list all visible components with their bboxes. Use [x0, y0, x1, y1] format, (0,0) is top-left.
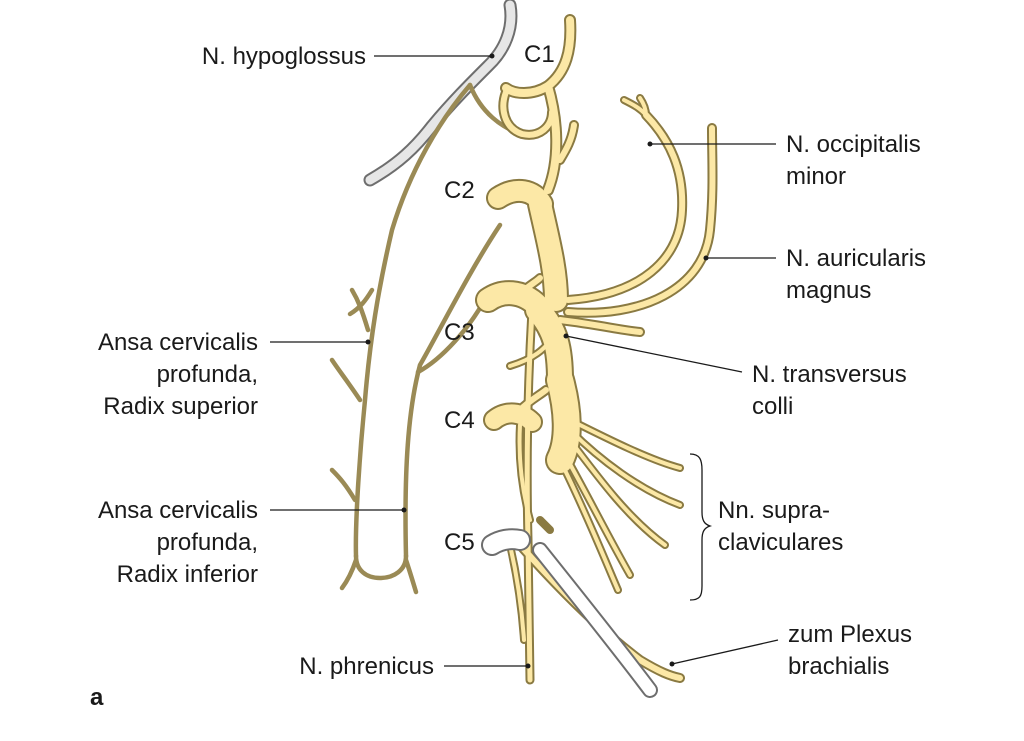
label-auricularis-1: N. auricularis	[786, 245, 926, 272]
label-supra-1: Nn. supra-	[718, 497, 830, 524]
cervical-plexus-nerves	[475, 14, 718, 685]
label-c5: C5	[444, 529, 475, 556]
label-occipitalis-1: N. occipitalis	[786, 131, 921, 158]
label-ansa-sup-1: Ansa cervicalis	[98, 329, 258, 356]
supraclaviculares-brace	[689, 453, 713, 601]
label-occipitalis-2: minor	[786, 163, 846, 190]
vessel-band	[532, 542, 658, 698]
hypoglossus-nerve	[363, 0, 518, 187]
label-hypoglossus: N. hypoglossus	[202, 43, 366, 70]
label-phrenicus: N. phrenicus	[299, 653, 434, 680]
label-ansa-sup-2: profunda,	[157, 361, 258, 388]
label-supra-2: claviculares	[718, 529, 843, 556]
label-transversus-2: colli	[752, 393, 793, 420]
label-auricularis-2: magnus	[786, 277, 871, 304]
label-c1: C1	[524, 41, 555, 68]
label-ansa-inf-3: Radix inferior	[117, 561, 258, 588]
label-transversus-1: N. transversus	[752, 361, 907, 388]
label-ansa-inf-2: profunda,	[157, 529, 258, 556]
label-ansa-inf-1: Ansa cervicalis	[98, 497, 258, 524]
label-c3: C3	[444, 319, 475, 346]
panel-label: a	[90, 684, 104, 711]
label-plexus-2: brachialis	[788, 653, 889, 680]
leader-lines	[270, 53, 779, 669]
label-plexus-1: zum Plexus	[788, 621, 912, 648]
label-c2: C2	[444, 177, 475, 204]
label-ansa-sup-3: Radix superior	[103, 393, 258, 420]
label-c4: C4	[444, 407, 475, 434]
labels: N. hypoglossus C1 C2 C3 C4 C5 N. occipit…	[90, 41, 926, 711]
ansa-cervicalis	[329, 82, 533, 595]
